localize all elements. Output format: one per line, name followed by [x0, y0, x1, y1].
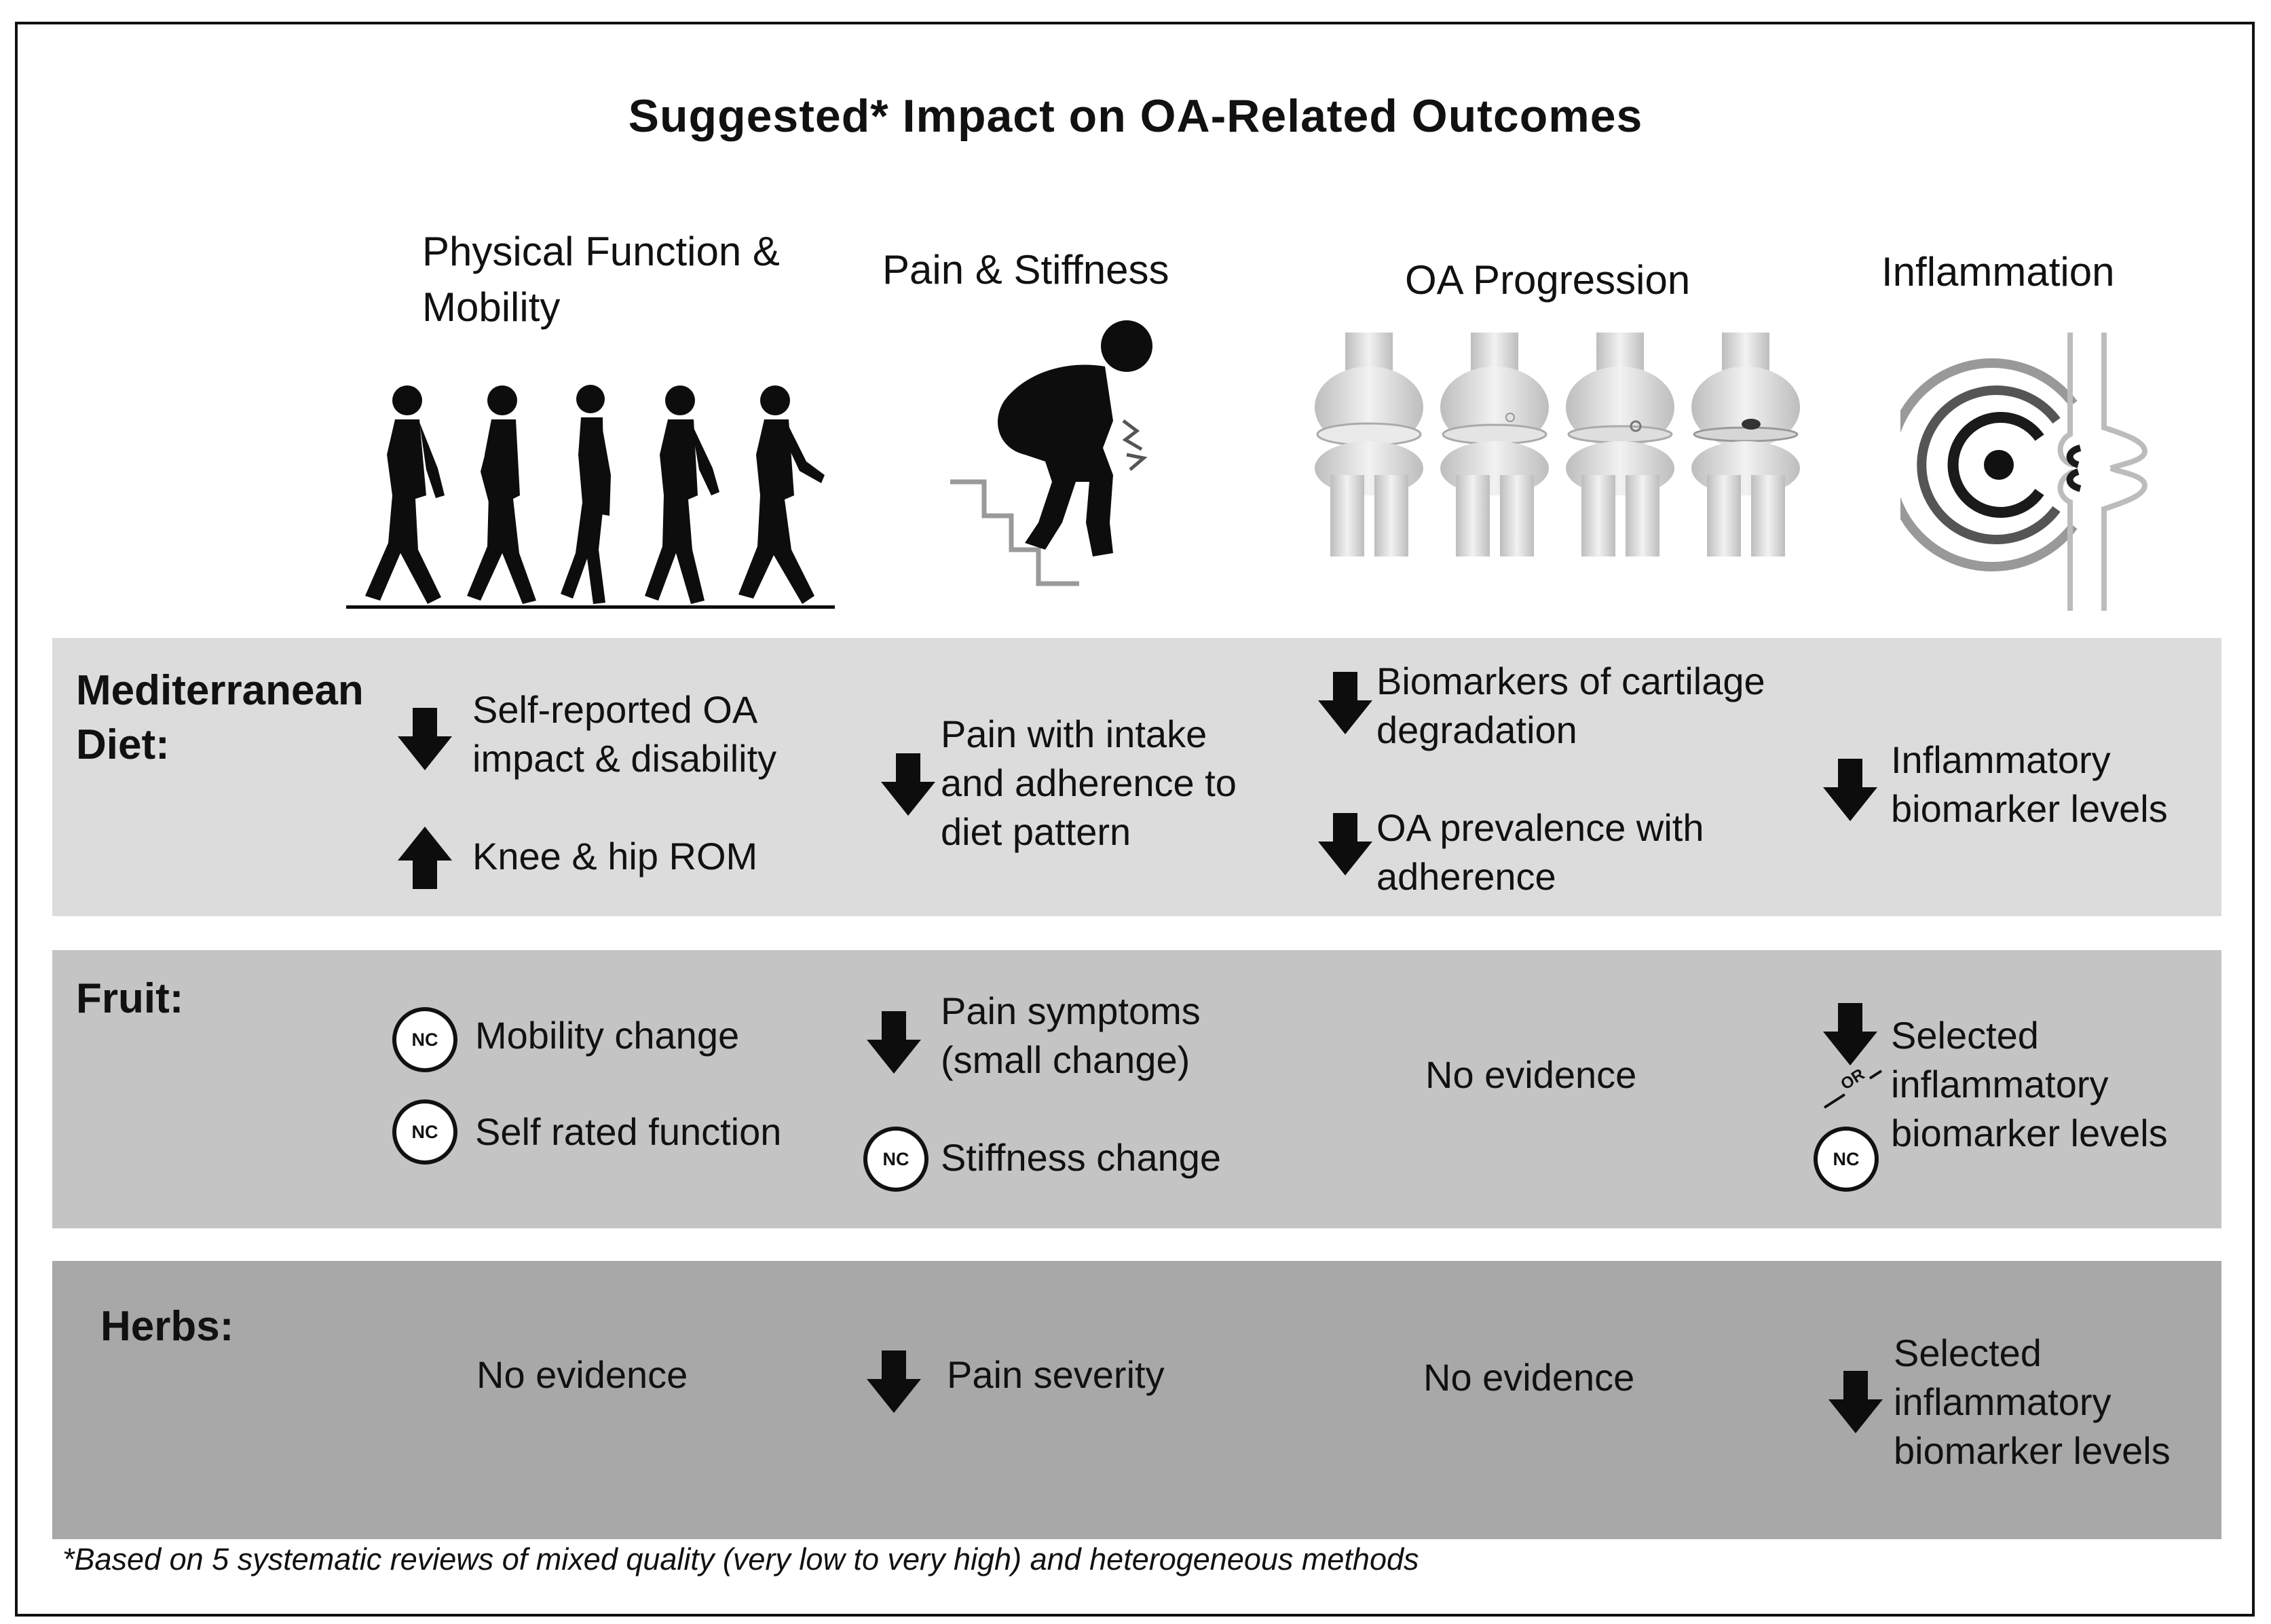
med-physical-effect-1: Self-reported OA impact & disability — [472, 688, 777, 780]
down-arrow-icon — [867, 1011, 921, 1074]
figure-title: Suggested* Impact on OA-Related Outcomes — [628, 90, 1643, 142]
knee-joint-progression-icon — [1315, 333, 1800, 556]
no-change-badge: NC — [392, 1099, 457, 1165]
up-arrow-icon — [398, 827, 452, 889]
herbs-pain-effect: Pain severity — [947, 1353, 1165, 1396]
fruit-pain-effect-1: Pain symptoms (small change) — [941, 989, 1201, 1081]
no-change-badge: NC — [1814, 1127, 1879, 1192]
column-heading-inflammation: Inflammation — [1881, 249, 2115, 295]
herbs-inflammation-effect: Selected inflammatory biomarker levels — [1894, 1332, 2171, 1472]
down-arrow-icon — [867, 1351, 921, 1413]
down-arrow-icon — [1318, 672, 1372, 734]
fruit-progression-no-evidence: No evidence — [1425, 1053, 1637, 1096]
fruit-physical-effect-1: Mobility change — [475, 1014, 740, 1057]
herbs-progression-no-evidence: No evidence — [1423, 1356, 1635, 1399]
down-arrow-icon — [1318, 813, 1372, 875]
row-label-mediterranean: Mediterranean Diet: — [76, 667, 364, 768]
med-physical-effect-2: Knee & hip ROM — [472, 835, 758, 877]
fruit-inflammation-effect: Selected inflammatory biomarker levels — [1891, 1014, 2168, 1154]
down-arrow-icon — [881, 753, 935, 816]
med-progression-effect-2: OA prevalence with adherence — [1376, 806, 1704, 898]
column-heading-progression: OA Progression — [1405, 257, 1691, 303]
row-label-herbs: Herbs: — [100, 1303, 234, 1350]
walking-people-icon — [346, 385, 835, 609]
no-change-badge: NC — [392, 1007, 457, 1072]
knee-pain-person-icon — [950, 320, 1152, 586]
down-arrow-icon — [1828, 1371, 1883, 1433]
footnote: *Based on 5 systematic reviews of mixed … — [62, 1542, 1419, 1576]
down-arrow-icon — [398, 708, 452, 770]
herbs-physical-no-evidence: No evidence — [476, 1353, 688, 1396]
column-heading-pain: Pain & Stiffness — [882, 247, 1169, 292]
figure-frame — [15, 22, 2255, 1617]
down-arrow-icon — [1823, 1003, 1877, 1065]
row-label-fruit: Fruit: — [76, 975, 184, 1022]
med-inflammation-effect: Inflammatory biomarker levels — [1891, 738, 2168, 830]
no-change-badge: NC — [863, 1127, 928, 1192]
med-pain-effect: Pain with intake and adherence to diet p… — [941, 713, 1237, 853]
down-arrow-icon — [1823, 759, 1877, 821]
med-progression-effect-1: Biomarkers of cartilage degradation — [1376, 660, 1765, 751]
inflamed-joint-icon — [1900, 333, 2148, 611]
fruit-physical-effect-2: Self rated function — [475, 1110, 782, 1153]
fruit-pain-effect-2: Stiffness change — [941, 1136, 1222, 1179]
column-heading-physical: Physical Function & Mobility — [422, 229, 780, 330]
